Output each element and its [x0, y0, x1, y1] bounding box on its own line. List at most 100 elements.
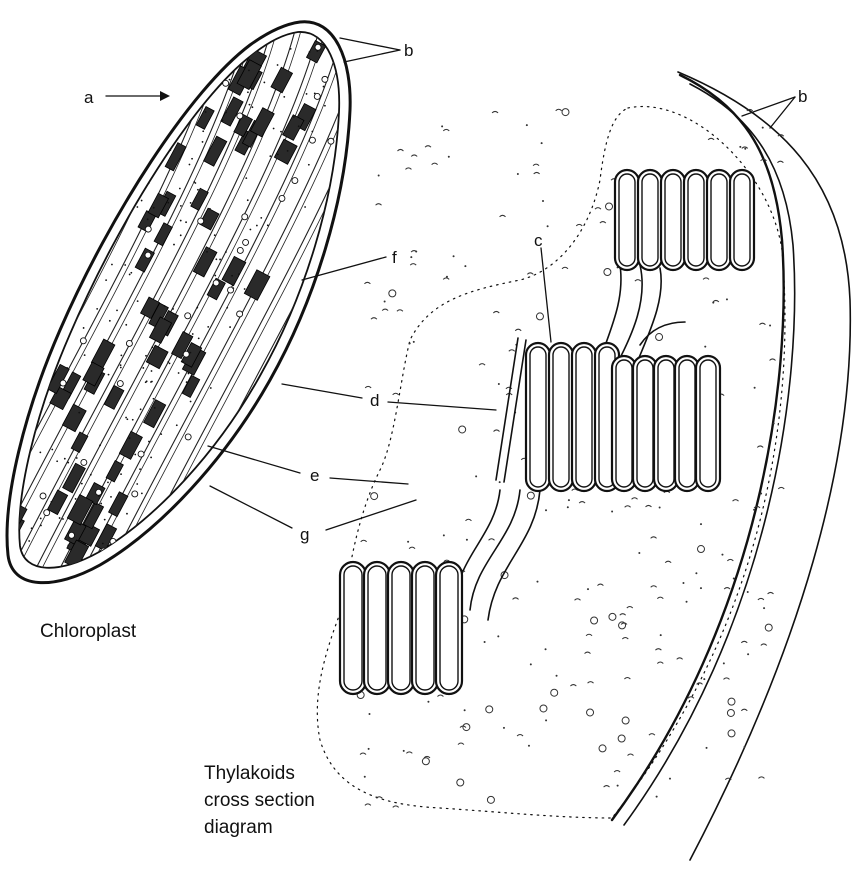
chloroplast-granum — [106, 461, 123, 482]
chloroplast-dot — [362, 26, 364, 28]
chloroplast-dot — [189, 352, 191, 354]
chloroplast-globule — [328, 138, 334, 144]
chloroplast-dot — [198, 337, 200, 339]
chloroplast-dot — [283, 96, 285, 98]
stroma-dot — [427, 701, 429, 703]
chloroplast-dot — [132, 419, 134, 421]
stroma-speck — [397, 149, 403, 151]
stroma-speck — [406, 752, 412, 754]
chloroplast-dot — [164, 305, 166, 307]
chloroplast-dot — [263, 82, 265, 84]
stroma-dot — [754, 387, 756, 389]
chloroplast-dot — [190, 202, 192, 204]
stroma-dot — [769, 324, 771, 326]
chloroplast-dot — [136, 206, 138, 208]
chloroplast-dot — [249, 104, 251, 106]
chloroplast-dot — [141, 493, 143, 495]
chloroplast-dot — [107, 481, 109, 483]
stroma-dot — [611, 511, 613, 513]
leader-c — [541, 248, 551, 342]
chloroplast-dot — [231, 52, 233, 54]
stroma-dot — [763, 607, 765, 609]
stroma-speck — [425, 146, 431, 148]
stroma-speck — [365, 386, 371, 388]
stroma-dot — [704, 346, 706, 348]
stroma-speck — [575, 599, 581, 601]
stroma-speck — [376, 204, 382, 206]
stroma-speck — [621, 623, 627, 625]
stroma-speck — [665, 561, 671, 563]
chloroplast-dot — [90, 474, 92, 476]
chloroplast-globule — [138, 451, 144, 457]
chloroplast-dot — [205, 111, 207, 113]
chloroplast-dot — [182, 361, 184, 363]
leader-e-right — [330, 478, 408, 484]
chloroplast-dot — [31, 527, 33, 529]
chloroplast-dot — [179, 188, 181, 190]
chloroplast-dot — [181, 122, 183, 124]
stroma-dot — [660, 634, 662, 636]
stroma-speck — [657, 662, 663, 664]
chloroplast-dot — [180, 205, 182, 207]
chloroplast-dot — [76, 457, 78, 459]
stroma-granule — [728, 698, 735, 705]
stroma-dot — [536, 581, 538, 583]
chloroplast-dot — [120, 473, 122, 475]
chloroplast-dot — [280, 131, 282, 133]
chloroplast-globule — [80, 338, 86, 344]
chloroplast-dot — [81, 483, 83, 485]
stroma-granule — [728, 730, 735, 737]
chloroplast-globule — [69, 532, 75, 538]
stroma-granule — [389, 290, 396, 297]
stroma-speck — [725, 778, 731, 780]
stroma-speck — [405, 168, 411, 170]
stroma-dot — [587, 588, 589, 590]
chloroplast-dot — [104, 519, 106, 521]
chloroplast-dot — [231, 275, 233, 277]
chloroplast-dot — [192, 333, 194, 335]
stroma-speck — [570, 685, 576, 687]
stroma-speck — [527, 273, 533, 275]
chloroplast-dot — [209, 208, 211, 210]
stroma-speck — [517, 734, 523, 736]
chloroplast-dot — [298, 27, 300, 29]
stroma-dot — [503, 727, 505, 729]
stroma-speck — [458, 743, 464, 745]
chloroplast-granum — [135, 248, 154, 272]
stroma-speck — [489, 539, 495, 541]
stroma-speck — [376, 797, 382, 799]
chloroplast-dot — [124, 264, 126, 266]
chloroplast-globule — [44, 510, 50, 516]
chloroplast-drawing — [0, 10, 426, 600]
stroma-speck — [509, 350, 515, 352]
stroma-speck — [360, 753, 366, 755]
chloroplast-globule — [213, 280, 219, 286]
stroma-speck — [585, 652, 591, 654]
chloroplast-dot — [50, 501, 52, 503]
chloroplast-dot — [153, 207, 155, 209]
chloroplast-globule — [102, 550, 108, 556]
chloroplast-contents — [0, 10, 426, 600]
chloroplast-dot — [169, 362, 171, 364]
stroma-speck — [586, 634, 592, 636]
chloroplast-dot — [140, 408, 142, 410]
chloroplast-dot — [298, 125, 300, 127]
stroma-dot — [528, 745, 530, 747]
chloroplast-dot — [267, 224, 269, 226]
stroma-granule — [422, 758, 429, 765]
chloroplast-dot — [234, 63, 236, 65]
chloroplast-globule — [237, 113, 243, 119]
stroma-speck — [697, 683, 703, 685]
lamella-bridge-top-right — [640, 322, 685, 345]
chloroplast-globule — [185, 313, 191, 319]
chloroplast-dot — [189, 164, 191, 166]
stroma-dot — [686, 601, 688, 603]
stroma-granule — [656, 334, 663, 341]
chloroplast-dot — [142, 367, 144, 369]
stroma-speck — [443, 129, 449, 131]
stroma-speck — [649, 734, 655, 736]
stroma-dot — [733, 578, 735, 580]
granum-stack-top-right — [615, 170, 754, 270]
stroma-speck — [515, 329, 521, 331]
stroma-speck — [595, 208, 601, 210]
